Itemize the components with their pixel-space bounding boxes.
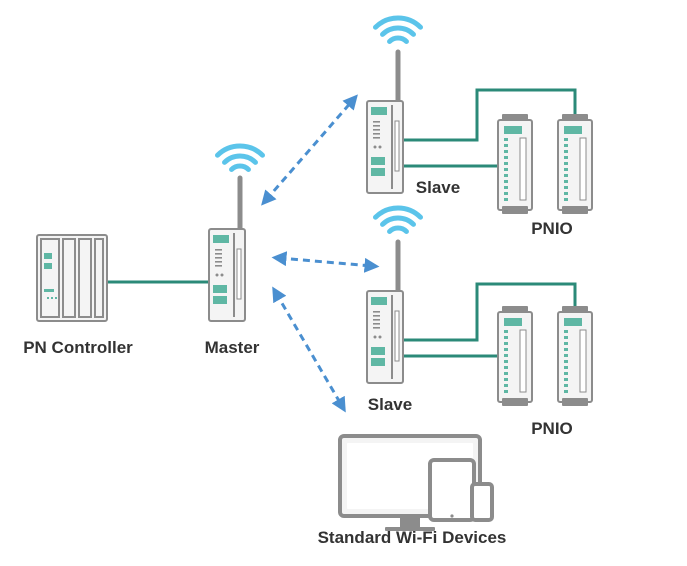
slave-bottom-label: Slave	[368, 395, 412, 414]
pnio-top-label: PNIO	[531, 219, 573, 238]
wifi-devices-group	[338, 434, 494, 531]
wifi-devices-label: Standard Wi-Fi Devices	[318, 528, 507, 547]
slave-top-label: Slave	[416, 178, 460, 197]
slave-bottom-to-pnio-far-cable	[404, 282, 577, 342]
wired-connections	[108, 88, 577, 358]
master-to-slave-top-link	[261, 94, 358, 206]
phone-icon	[470, 482, 494, 522]
master-wifi-signal-icon	[215, 143, 265, 172]
pnio-bottom-module-1	[497, 306, 533, 406]
pn-controller-icon	[36, 234, 108, 322]
master-ap-icon	[208, 228, 246, 322]
slave-top-to-pnio-far-cable	[404, 88, 577, 142]
tablet-icon	[428, 458, 476, 522]
pnio-top-module-1	[497, 114, 533, 214]
slave-bottom-client-icon	[366, 290, 404, 384]
slave-top-wifi-signal-icon	[373, 15, 423, 44]
master-to-wifi-devices-link	[272, 286, 346, 413]
slave-top-client-icon	[366, 100, 404, 194]
pnio-top-module-2	[557, 114, 593, 214]
wireless-links	[261, 94, 380, 413]
master-label: Master	[205, 338, 260, 357]
slave-bottom-wifi-signal-icon	[373, 205, 423, 234]
pnio-bottom-label: PNIO	[531, 419, 573, 438]
pn-controller-label: PN Controller	[23, 338, 133, 357]
pnio-bottom-module-2	[557, 306, 593, 406]
master-to-slave-bottom-link	[271, 251, 380, 273]
